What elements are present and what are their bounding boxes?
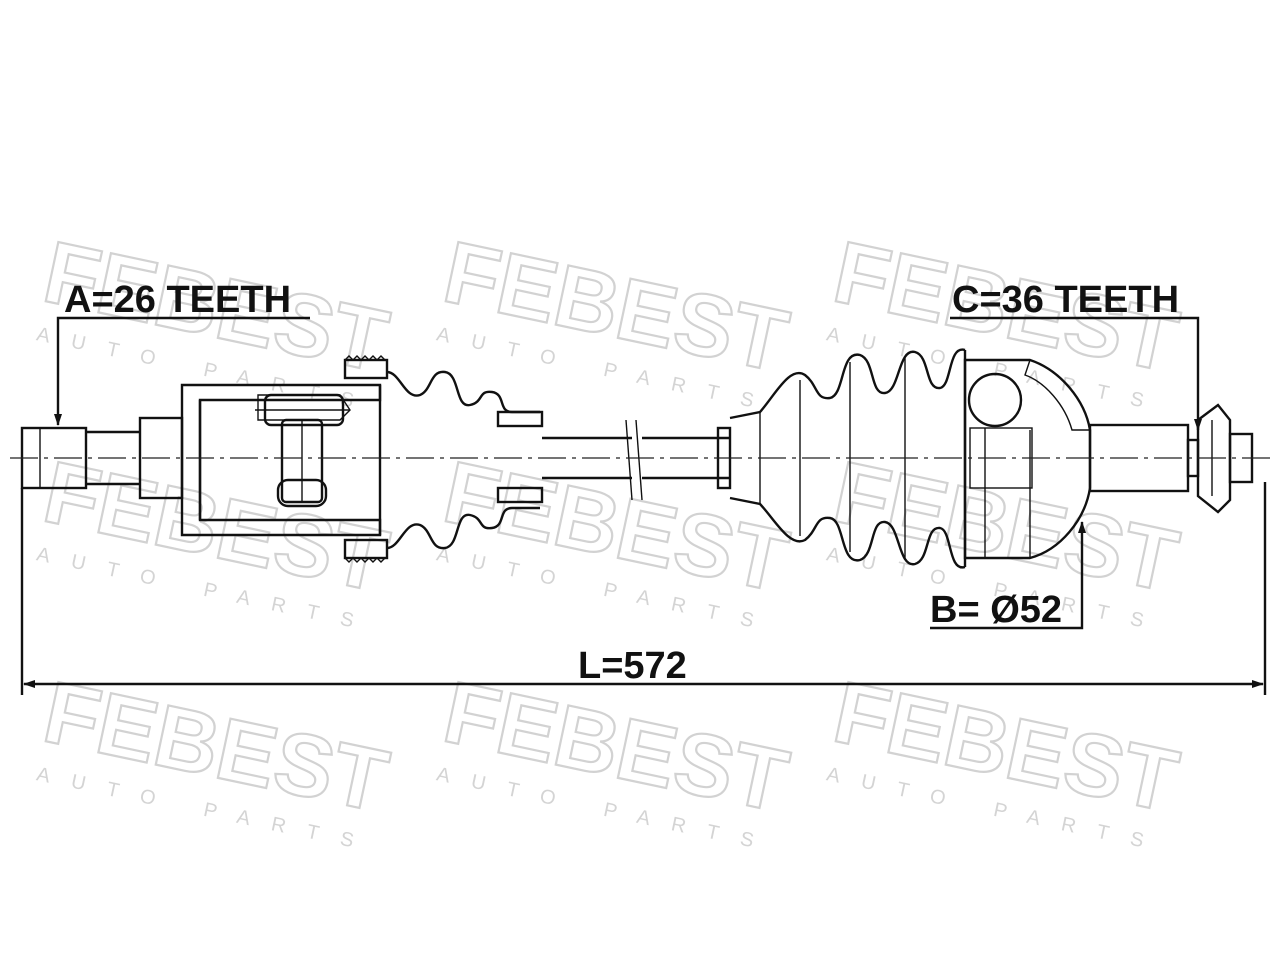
label-a-teeth: A=26 TEETH — [64, 279, 291, 321]
label-c-teeth: C=36 TEETH — [952, 279, 1179, 321]
drive-shaft — [10, 348, 1270, 569]
leader-a — [54, 316, 310, 426]
main-shaft — [542, 419, 730, 501]
leader-b — [930, 521, 1086, 630]
label-length: L=572 — [578, 645, 687, 687]
label-b-diameter: B= Ø52 — [930, 589, 1062, 631]
inner-joint-housing — [180, 383, 382, 537]
inner-boot — [386, 370, 540, 550]
leader-c — [950, 316, 1202, 431]
dimensions — [20, 316, 1267, 695]
